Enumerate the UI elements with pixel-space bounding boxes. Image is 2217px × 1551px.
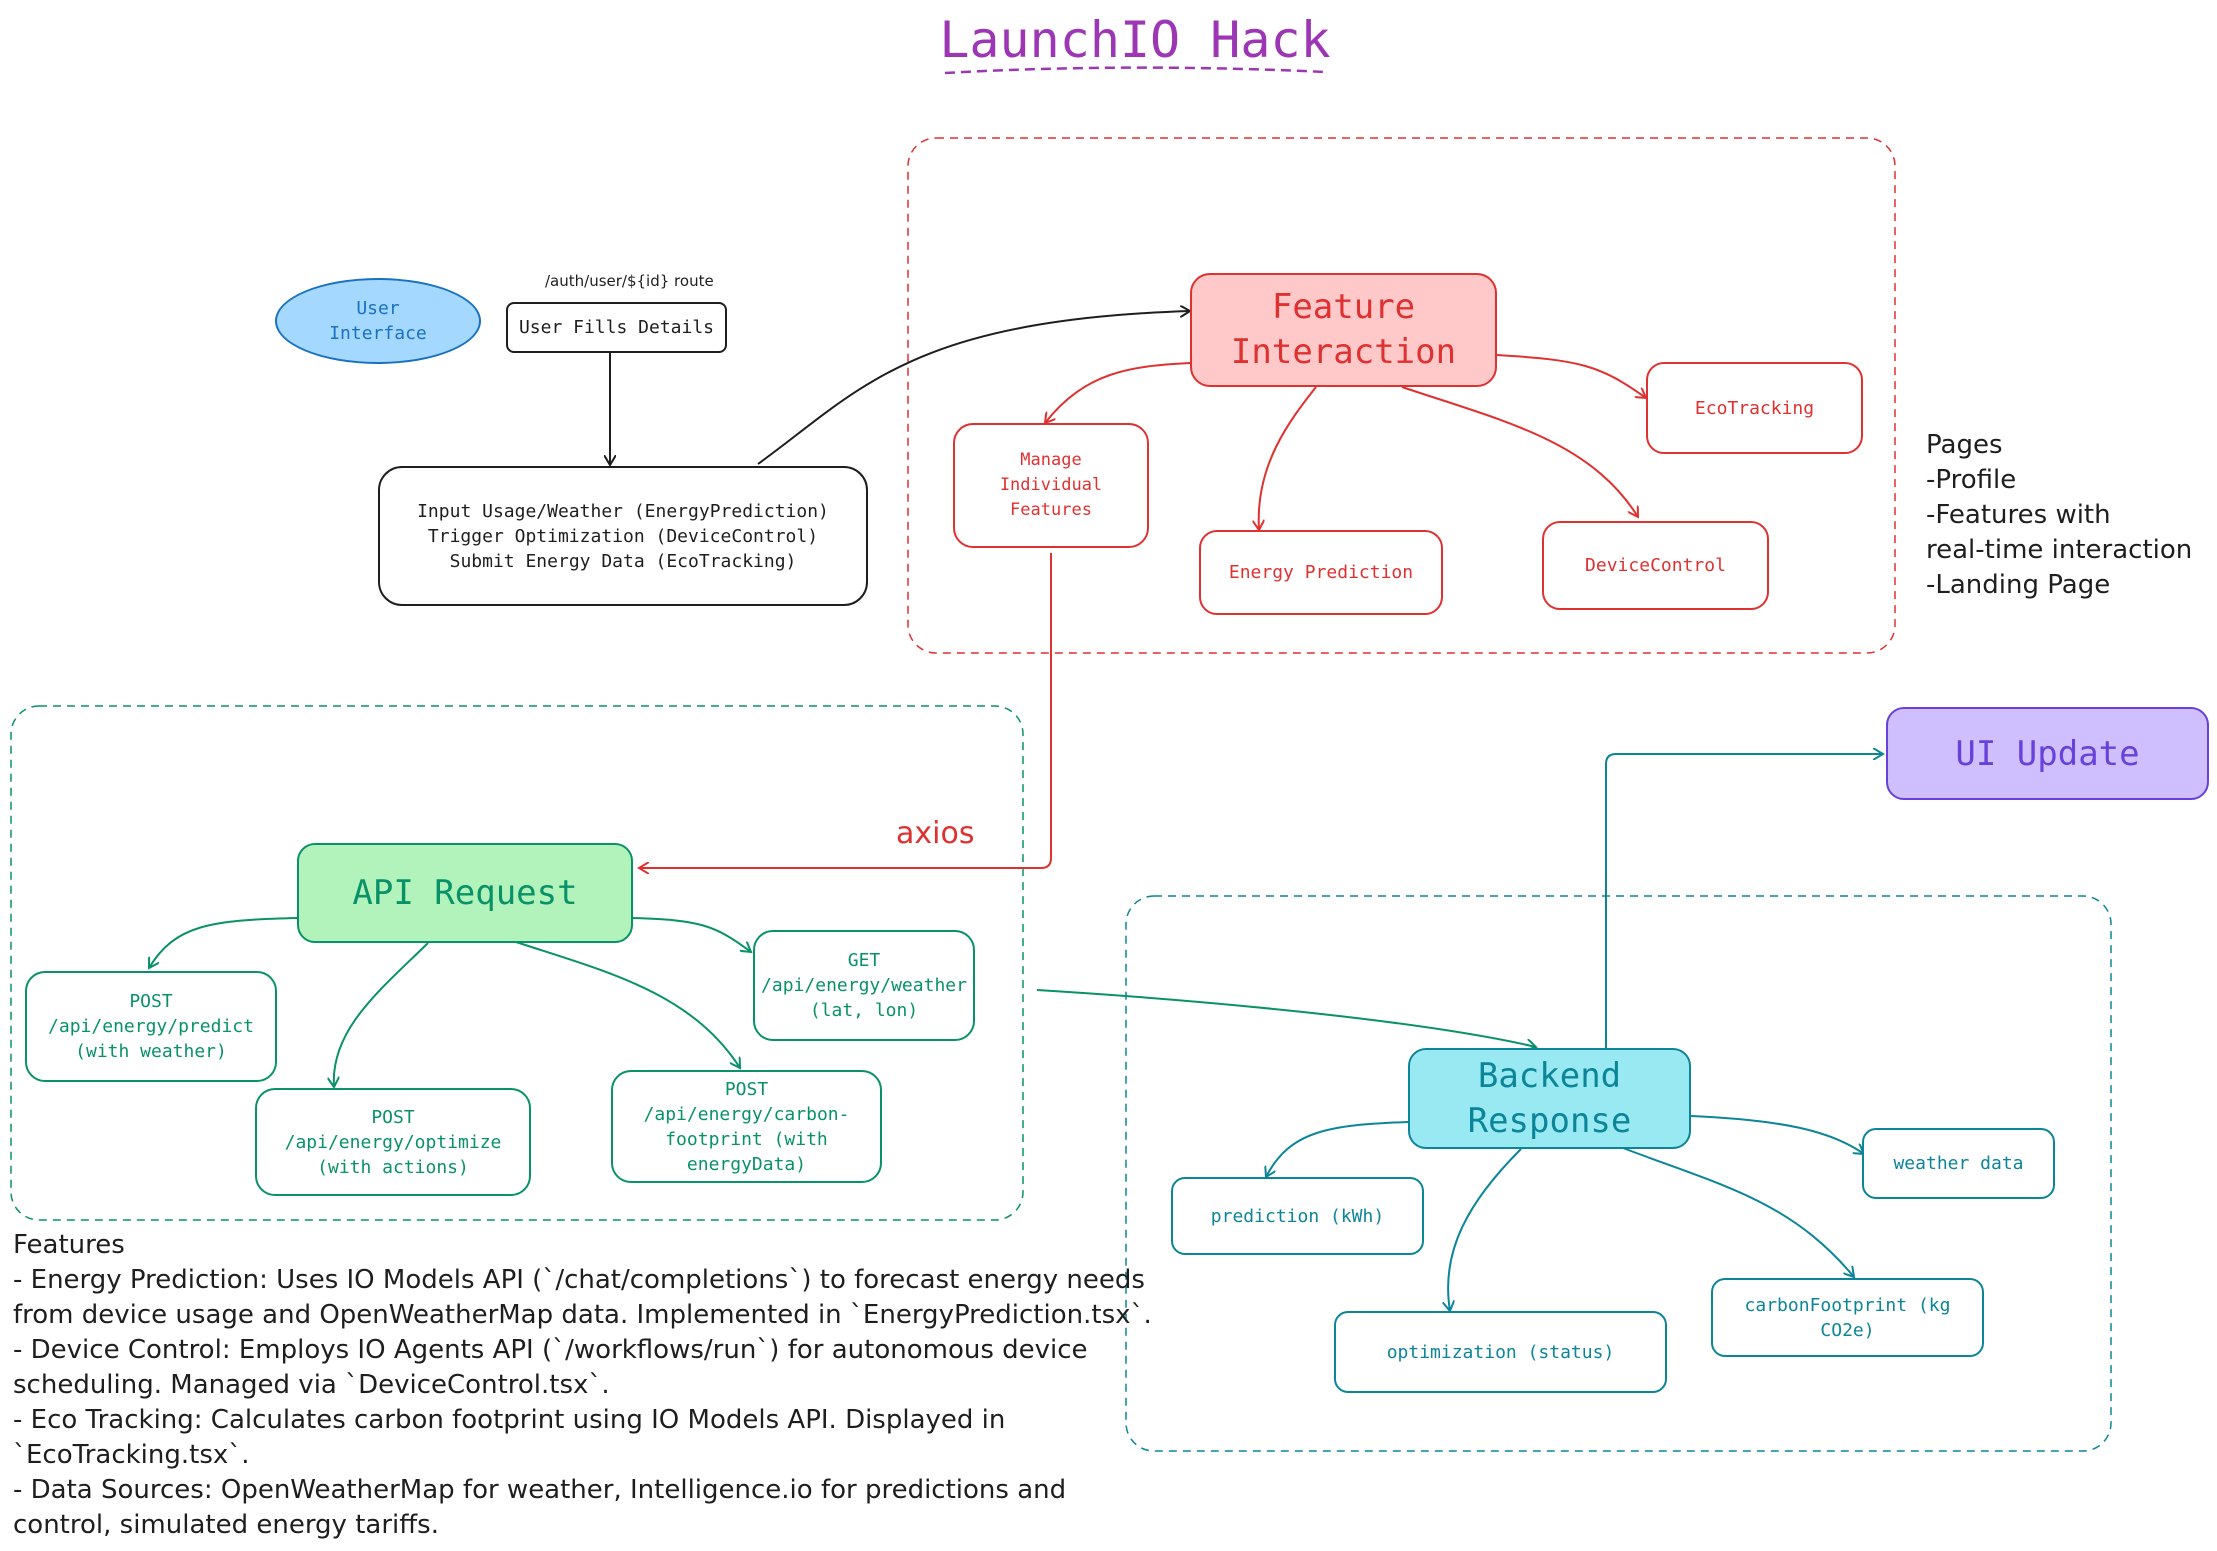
frontend-group-frame: [907, 137, 1896, 654]
input-actions-box: Input Usage/Weather (EnergyPrediction) T…: [378, 466, 868, 606]
weather-data-box: weather data: [1862, 1128, 2055, 1199]
device-control-box: DeviceControl: [1542, 521, 1769, 610]
post-predict-box: POST /api/energy/predict (with weather): [25, 971, 277, 1082]
arrow-api-to-carbon: [509, 939, 740, 1068]
arrow-manage-to-api: [639, 553, 1052, 868]
arrow-api-to-backend: [1036, 989, 1536, 1047]
arrow-backend-to-carbon: [1622, 1147, 1854, 1277]
pages-note: Pages -Profile -Features with real-time …: [1926, 430, 2193, 600]
post-carbon-box: POST /api/energy/carbon- footprint (with…: [611, 1070, 882, 1183]
backend-group-frame: [1125, 895, 2112, 1452]
arrow-api-to-predict: [149, 917, 298, 968]
api-group-frame: [10, 705, 1024, 1221]
eco-tracking-box: EcoTracking: [1646, 362, 1863, 454]
features-note: Features - Energy Prediction: Uses IO Mo…: [13, 1230, 1152, 1540]
feature-interaction-box: Feature Interaction: [1190, 273, 1497, 387]
prediction-box: prediction (kWh): [1171, 1177, 1424, 1255]
carbon-footprint-box: carbonFootprint (kg CO2e): [1711, 1278, 1984, 1357]
arrow-api-to-optimize: [334, 942, 429, 1087]
ui-update-box: UI Update: [1886, 707, 2209, 800]
get-weather-box: GET /api/energy/weather (lat, lon): [753, 930, 975, 1041]
optimization-box: optimization (status): [1334, 1311, 1667, 1393]
title-underline: [944, 66, 1326, 75]
route-label: /auth/user/${id} route: [545, 272, 714, 290]
user-interface-ellipse: User Interface: [275, 278, 481, 364]
arrow-feature-to-energy: [1259, 386, 1317, 530]
arrow-backend-to-prediction: [1266, 1121, 1409, 1177]
manage-features-box: Manage Individual Features: [953, 423, 1149, 548]
arrow-backend-to-optimization: [1448, 1148, 1522, 1311]
arrow-api-to-weather: [632, 917, 751, 952]
arrow-feature-to-manage: [1045, 362, 1191, 423]
arrow-backend-to-weather: [1690, 1115, 1864, 1154]
arrow-input-to-feature: [757, 311, 1190, 465]
energy-prediction-box: Energy Prediction: [1199, 530, 1443, 615]
post-optimize-box: POST /api/energy/optimize (with actions): [255, 1088, 531, 1196]
diagram-title: LaunchIO Hack: [939, 11, 1331, 69]
backend-response-box: Backend Response: [1408, 1048, 1691, 1149]
api-request-box: API Request: [297, 843, 633, 943]
arrow-feature-to-eco: [1496, 354, 1646, 398]
user-fills-details-box: User Fills Details: [506, 302, 727, 353]
axios-label: axios: [896, 816, 975, 851]
arrow-feature-to-device: [1401, 386, 1638, 517]
arrow-backend-to-ui-update: [1605, 754, 1883, 1048]
